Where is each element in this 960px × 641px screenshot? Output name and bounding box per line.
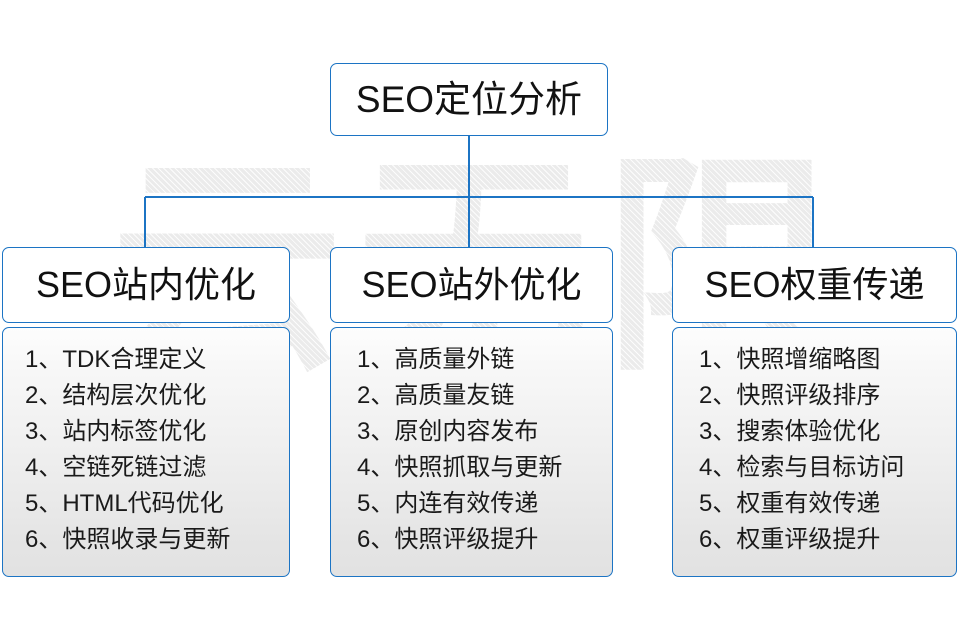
column-1-list: 1、TDK合理定义 2、结构层次优化 3、站内标签优化 4、空链死链过滤 5、H… — [3, 342, 289, 558]
column-1-header-label: SEO站内优化 — [35, 264, 257, 305]
list-item: 4、快照抓取与更新 — [357, 454, 563, 481]
list-item: 6、权重评级提升 — [699, 526, 881, 553]
column-2-list: 1、高质量外链 2、高质量友链 3、原创内容发布 4、快照抓取与更新 5、内连有… — [331, 342, 612, 558]
column-1-header[interactable]: SEO站内优化 — [2, 247, 290, 323]
column-2-body: 1、高质量外链 2、高质量友链 3、原创内容发布 4、快照抓取与更新 5、内连有… — [330, 327, 613, 577]
column-2-header[interactable]: SEO站外优化 — [330, 247, 613, 323]
list-item: 3、搜索体验优化 — [699, 418, 881, 445]
column-2-header-label: SEO站外优化 — [361, 264, 582, 305]
list-item: 1、快照增缩略图 — [699, 346, 881, 373]
branch-column-1: SEO站内优化 1、TDK合理定义 2、结构层次优化 3、站内标签优化 4、空链… — [2, 247, 290, 577]
column-3-list: 1、快照增缩略图 2、快照评级排序 3、搜索体验优化 4、检索与目标访问 5、权… — [673, 342, 956, 558]
list-item: 6、快照评级提升 — [357, 526, 539, 553]
list-item: 3、站内标签优化 — [25, 418, 207, 445]
column-1-body: 1、TDK合理定义 2、结构层次优化 3、站内标签优化 4、空链死链过滤 5、H… — [2, 327, 290, 577]
root-node-label: SEO定位分析 — [355, 79, 583, 120]
column-3-body: 1、快照增缩略图 2、快照评级排序 3、搜索体验优化 4、检索与目标访问 5、权… — [672, 327, 957, 577]
column-3-header[interactable]: SEO权重传递 — [672, 247, 957, 323]
branch-column-2: SEO站外优化 1、高质量外链 2、高质量友链 3、原创内容发布 4、快照抓取与… — [330, 247, 613, 577]
list-item: 1、高质量外链 — [357, 346, 515, 373]
list-item: 4、空链死链过滤 — [25, 454, 207, 481]
list-item: 2、快照评级排序 — [699, 382, 881, 409]
branch-column-3: SEO权重传递 1、快照增缩略图 2、快照评级排序 3、搜索体验优化 4、检索与… — [672, 247, 957, 577]
root-node[interactable]: SEO定位分析 — [330, 63, 608, 136]
list-item: 5、内连有效传递 — [357, 490, 539, 517]
list-item: 3、原创内容发布 — [357, 418, 539, 445]
list-item: 5、权重有效传递 — [699, 490, 881, 517]
list-item: 2、结构层次优化 — [25, 382, 207, 409]
list-item: 2、高质量友链 — [357, 382, 515, 409]
list-item: 5、HTML代码优化 — [25, 490, 224, 517]
list-item: 4、检索与目标访问 — [699, 454, 905, 481]
list-item: 6、快照收录与更新 — [25, 526, 231, 553]
column-3-header-label: SEO权重传递 — [704, 264, 925, 305]
list-item: 1、TDK合理定义 — [25, 346, 207, 373]
